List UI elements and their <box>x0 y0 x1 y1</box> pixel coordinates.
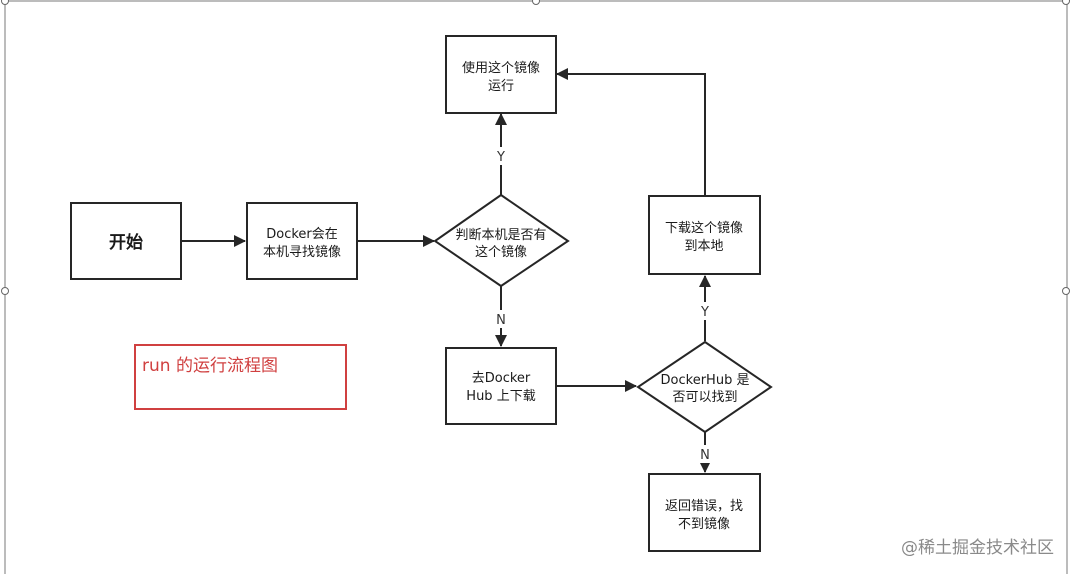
edge-label-hub-yes: Y <box>700 305 709 320</box>
node-download-local[interactable]: 下载这个镜像 到本地 <box>648 195 761 275</box>
watermark-text: @稀土掘金技术社区 <box>901 538 1054 558</box>
edge-label-backing <box>698 445 712 463</box>
node-hub-check-diamond[interactable]: DockerHub 是 否可以找到 <box>636 340 773 434</box>
caption-text: run 的运行流程图 <box>142 356 278 376</box>
resize-handle-top-left[interactable] <box>1 0 9 5</box>
node-return-error[interactable]: 返回错误，找 不到镜像 <box>648 473 761 552</box>
node-local-check-line2: 这个镜像 <box>475 244 527 260</box>
node-download-local-line2: 到本地 <box>684 239 723 254</box>
node-local-lookup-line1: Docker会在 <box>266 227 338 242</box>
node-return-error-line2: 不到镜像 <box>678 517 730 532</box>
node-go-dockerhub-line2: Hub 上下载 <box>466 389 535 404</box>
node-run-image-line1: 使用这个镜像 <box>462 60 540 76</box>
resize-handle-top-center[interactable] <box>532 0 540 5</box>
edge-label-hub-no: N <box>700 448 710 463</box>
node-run-image-line2: 运行 <box>488 79 514 94</box>
node-local-check-diamond[interactable]: 判断本机是否有 这个镜像 <box>433 193 570 288</box>
node-return-error-line1: 返回错误，找 <box>665 499 743 514</box>
edge-download-to-run <box>556 68 706 195</box>
node-local-lookup-line2: 本机寻找镜像 <box>263 245 341 260</box>
node-start[interactable]: 开始 <box>70 202 182 280</box>
resize-handle-middle-left[interactable] <box>1 287 9 295</box>
node-download-local-line1: 下载这个镜像 <box>665 220 743 236</box>
node-local-lookup[interactable]: Docker会在 本机寻找镜像 <box>246 202 358 280</box>
node-hub-check-line2: 否可以找到 <box>672 390 737 405</box>
edge-label-backing <box>698 302 712 320</box>
node-local-check-line1: 判断本机是否有 <box>455 228 546 243</box>
edge-label-backing <box>494 310 508 328</box>
caption-box[interactable]: run 的运行流程图 <box>134 344 347 410</box>
edge-label-backing <box>494 147 508 165</box>
resize-handle-middle-right[interactable] <box>1062 287 1070 295</box>
node-hub-check-line1: DockerHub 是 <box>661 373 750 388</box>
edge-label-local-no: N <box>496 313 506 328</box>
edge-label-local-yes: Y <box>496 150 505 165</box>
node-go-dockerhub-line1: 去Docker <box>472 371 531 386</box>
node-run-image[interactable]: 使用这个镜像 运行 <box>445 35 557 114</box>
node-go-dockerhub[interactable]: 去Docker Hub 上下载 <box>445 347 557 425</box>
node-start-label: 开始 <box>109 232 143 253</box>
resize-handle-top-right[interactable] <box>1062 0 1070 5</box>
